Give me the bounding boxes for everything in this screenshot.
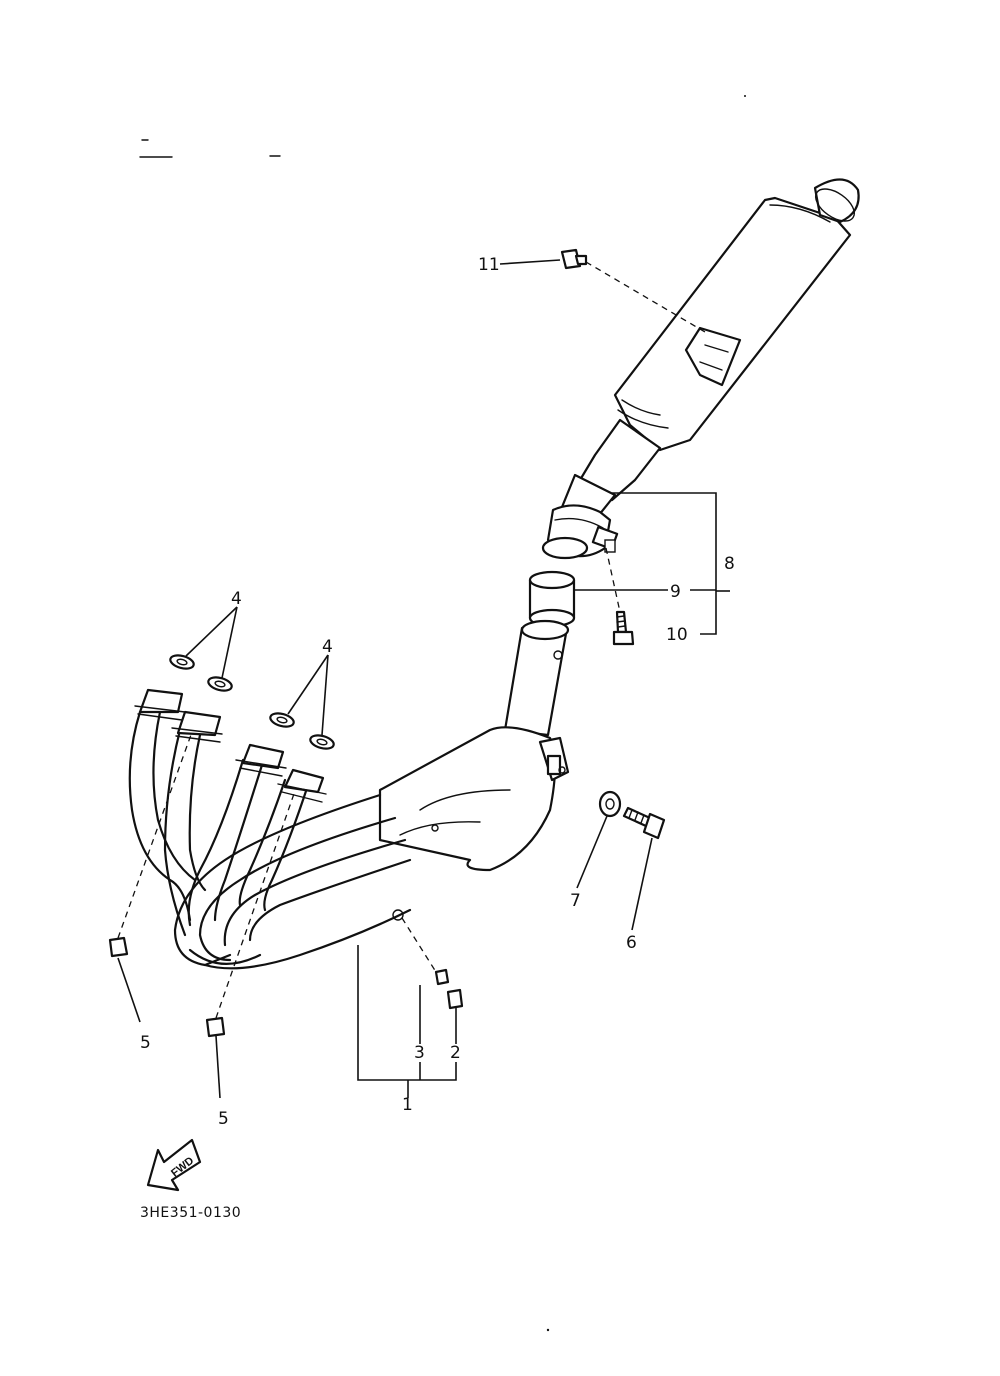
bolt [446, 988, 464, 1010]
exhaust-header-assembly [128, 619, 570, 970]
washer [598, 790, 622, 818]
muffler [558, 178, 860, 522]
muffler-clamp [541, 504, 619, 560]
callout-3: 3 [414, 1043, 425, 1063]
muffler-bolt [560, 248, 588, 270]
callout-6: 6 [626, 933, 637, 953]
callout-10: 10 [666, 625, 688, 645]
diagram-code: 3HE351-0130 [140, 1205, 241, 1221]
callout-labels: 1 2 3 4 4 5 5 6 7 8 9 10 11 [140, 255, 735, 1129]
header-flange [134, 688, 186, 721]
gasket [269, 712, 295, 728]
gasket [207, 676, 233, 692]
mount-bolt [622, 806, 666, 840]
callout-11: 11 [478, 255, 500, 275]
header-flange [171, 710, 223, 743]
callout-1: 1 [402, 1095, 413, 1115]
gasket-ring [528, 570, 576, 628]
forward-direction-arrow-icon: FWD [146, 1138, 202, 1192]
joint-collar [205, 1016, 226, 1038]
callout-4-left: 4 [231, 589, 242, 609]
callout-5-left: 5 [140, 1033, 151, 1053]
nut [434, 968, 450, 986]
callout-4-right: 4 [322, 637, 333, 657]
joint-collar [108, 936, 129, 958]
scan-specks [139, 95, 746, 1332]
header-flange [235, 743, 287, 777]
callout-7: 7 [570, 891, 581, 911]
gasket [309, 734, 335, 750]
callout-8: 8 [724, 554, 735, 574]
header-flange [277, 768, 327, 803]
clamp-bolt [612, 610, 635, 646]
gasket [169, 654, 195, 670]
callout-5-right: 5 [218, 1109, 229, 1129]
callout-2: 2 [450, 1043, 461, 1063]
callout-9: 9 [670, 582, 681, 602]
leader-lines [117, 259, 730, 1099]
